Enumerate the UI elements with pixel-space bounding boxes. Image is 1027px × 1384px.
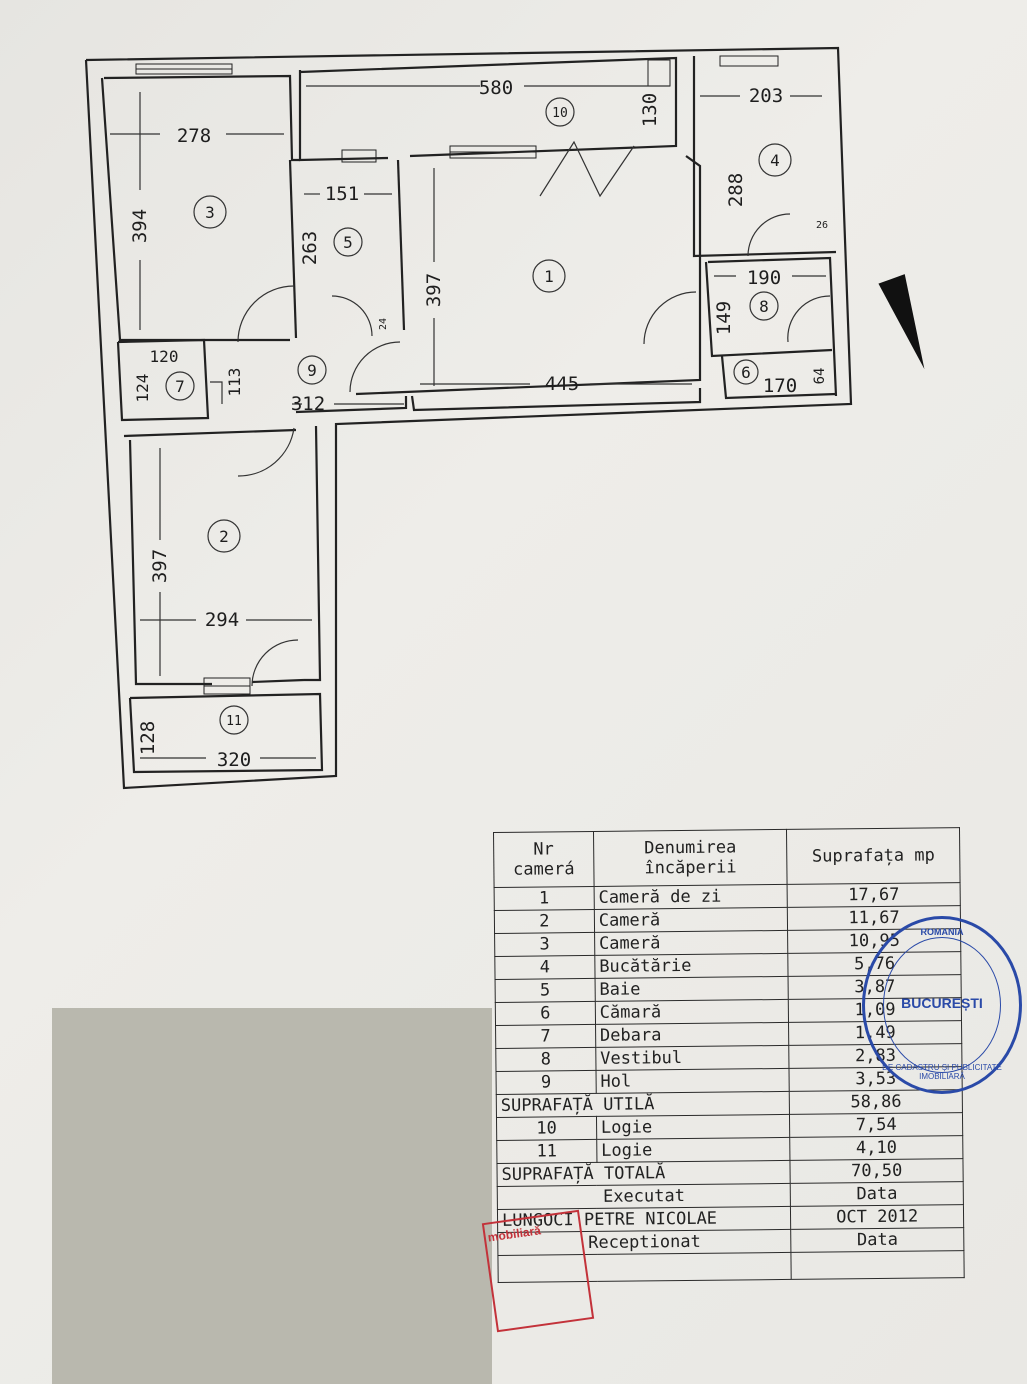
room-marker-10: 10 (545, 97, 575, 127)
room-marker-1: 1 (532, 259, 566, 293)
dim-r6-width: 170 (763, 375, 797, 397)
dim-r6-small: 64 (812, 368, 828, 385)
dim-r9-width: 312 (291, 393, 325, 415)
room-marker-6: 6 (733, 359, 759, 385)
dim-r8-height: 149 (713, 301, 735, 335)
dim-r10-width: 580 (479, 77, 513, 99)
dim-r3-height: 394 (129, 209, 151, 243)
svg-text:1: 1 (544, 267, 554, 286)
header-area: Suprafața mp (786, 827, 961, 885)
dim-r7-width: 120 (150, 347, 179, 366)
dim-r11-height: 128 (137, 721, 159, 755)
svg-text:9: 9 (307, 361, 317, 380)
room-numbers: 1 2 3 4 5 6 7 8 9 10 11 (165, 97, 792, 735)
red-stamp: mobiliară (481, 1209, 595, 1333)
dim-r7-height: 124 (133, 374, 152, 403)
room-marker-5: 5 (333, 227, 363, 257)
dim-r9-height: 113 (225, 368, 244, 397)
svg-text:7: 7 (175, 377, 185, 396)
svg-text:3: 3 (205, 203, 215, 222)
dim-r3-width: 278 (177, 125, 211, 147)
room-marker-9: 9 (297, 355, 327, 385)
dim-r5-small: 24 (378, 318, 389, 330)
dim-r10-height: 130 (639, 93, 661, 127)
room-marker-8: 8 (749, 291, 779, 321)
room-marker-4: 4 (758, 143, 792, 177)
room-marker-2: 2 (207, 519, 241, 553)
windows (135, 55, 779, 695)
room-marker-7: 7 (165, 371, 195, 401)
dim-r1-width: 445 (545, 373, 579, 395)
svg-text:11: 11 (226, 714, 242, 729)
dim-r11-width: 320 (217, 749, 251, 771)
dim-r4-small: 26 (816, 220, 828, 231)
outer-walls (84, 46, 853, 790)
dimension-lines (110, 85, 826, 759)
room-marker-11: 11 (219, 705, 249, 735)
dim-r8-width: 190 (747, 267, 781, 289)
svg-text:6: 6 (741, 363, 751, 382)
dimension-labels: 278 394 580 130 203 288 26 151 263 24 39… (129, 77, 828, 771)
dim-r2-width: 294 (205, 609, 239, 631)
room-marker-3: 3 (193, 195, 227, 229)
header-name: Denumirea încăperii (593, 829, 788, 887)
cadastre-stamp: ROMANIA BUCUREȘTI DE CADASTRU ȘI PUBLICI… (862, 916, 1022, 1094)
dim-r5-width: 151 (325, 183, 359, 205)
header-nr: Nr camerá (493, 831, 594, 888)
redacted-area (52, 1008, 492, 1384)
svg-text:2: 2 (219, 527, 229, 546)
svg-text:4: 4 (770, 151, 780, 170)
dim-r2-height: 397 (149, 549, 171, 583)
dim-r4-width: 203 (749, 85, 783, 107)
svg-text:10: 10 (552, 106, 568, 121)
doors (210, 140, 831, 687)
dim-r5-height: 263 (299, 231, 321, 265)
svg-text:8: 8 (759, 297, 769, 316)
dim-r1-height: 397 (423, 273, 445, 307)
dim-r4-height: 288 (725, 173, 747, 207)
svg-text:5: 5 (343, 233, 353, 252)
